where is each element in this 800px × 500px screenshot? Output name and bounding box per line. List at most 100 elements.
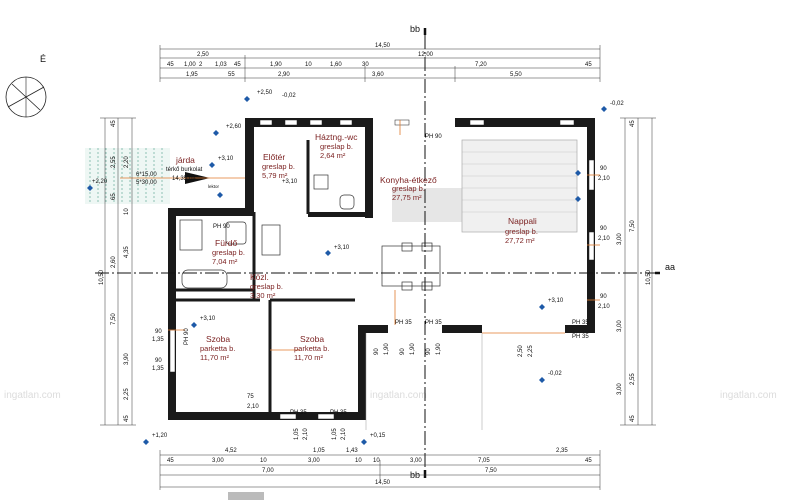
dim-left-11: 10,50: [99, 269, 105, 285]
room-material: greslap b.: [212, 248, 245, 257]
watermark-right: ingatlan.com: [720, 390, 777, 401]
dim-left-5: 4,35: [124, 246, 130, 258]
wall-labels: PH 90 PH 90 PH 35 PH 35 PH 35 PH 35 PH 3…: [184, 134, 589, 416]
dims-right: 45 3,00 7,50 3,00 2,55 3,00 45 10,50: [617, 120, 652, 422]
room-name: Fürdő: [215, 238, 237, 248]
wall-label-2: PH 35: [290, 410, 307, 416]
terrace-name: járda: [175, 155, 195, 165]
level-4: +3,10: [282, 179, 298, 185]
walls: [168, 118, 595, 420]
shower-icon: [179, 219, 203, 251]
fixtures: [179, 139, 578, 291]
wall-label-5: PH 35: [425, 320, 442, 326]
room-area: 3,30 m²: [250, 291, 276, 300]
dim-top-r3-9: 7,20: [475, 62, 487, 68]
dim-top-r4-4: 5,50: [510, 72, 522, 78]
dim-right-7: 10,50: [646, 269, 652, 285]
dim-top-r4-3: 3,60: [372, 72, 384, 78]
op-12: 90: [426, 348, 432, 355]
dim-bottom-r1-3: 2,35: [556, 448, 568, 454]
op-13: 1,90: [436, 343, 442, 355]
dim-bottom-r2-4: 10: [355, 458, 362, 464]
dim-bottom-r2-6: 10: [373, 458, 380, 464]
room-konyha: Konyha-étkező greslap b. 27,75 m²: [380, 175, 437, 202]
bathtub-icon: [181, 269, 228, 289]
dim-left-9: 2,25: [124, 388, 130, 400]
dim-bottom-r1-1: 1,05: [313, 448, 325, 454]
dim-bottom-r2-8: 45: [585, 458, 592, 464]
wall-label-6: PH 35: [572, 320, 589, 326]
wall-label-3: PH 35: [330, 410, 347, 416]
tile-dims2: 5*30,00: [136, 180, 157, 186]
op-17: 2,25: [528, 345, 534, 357]
op-4: 90: [600, 294, 607, 300]
dim-left-8: 3,90: [124, 353, 130, 365]
dim-top-r3-5: 1,90: [270, 62, 282, 68]
room-area: 11,70 m²: [294, 353, 324, 362]
watermarks: ingatlan.com ingatlan.com ingatlan.com: [4, 390, 777, 401]
dim-bottom-r2-5: 3,00: [410, 458, 422, 464]
op-2: 90: [600, 226, 607, 232]
room-material: greslap b.: [262, 162, 295, 171]
dim-right-5: 3,00: [617, 383, 623, 395]
wall-label-4: PH 35: [395, 320, 412, 326]
dim-left-6: 2,60: [111, 256, 117, 268]
room-material: parketta b.: [200, 344, 235, 353]
dim-bottom-r1-2: 1,43: [346, 448, 358, 454]
dimension-lines: [100, 45, 656, 490]
op-3: 2,10: [598, 236, 610, 242]
dim-top-r3-8: 30: [362, 62, 369, 68]
wall-label-7: PH 35: [572, 334, 589, 340]
room-name: Előtér: [263, 152, 285, 162]
dim-top-total: 14,50: [375, 43, 391, 49]
dim-top-r3-2: 2: [199, 62, 203, 68]
dim-top-r3-1: 1,00: [184, 62, 196, 68]
room-material: greslap b.: [320, 142, 353, 151]
interior-walls: [176, 140, 355, 412]
terrace-label: járda térkő burkolat 14,35 m² 6*15,00 5*…: [136, 155, 220, 189]
room-eloter: Előtér greslap b. 5,79 m²: [262, 152, 295, 180]
room-area: 2,64 m²: [320, 151, 346, 160]
north-arrow-icon: É: [5, 54, 47, 118]
level-9: -0,02: [548, 371, 562, 377]
op-9: 90: [155, 358, 162, 364]
dim-left-10: 45: [124, 415, 130, 422]
room-szoba-1: Szoba parketta b. 11,70 m²: [200, 334, 235, 362]
dim-right-4: 2,55: [630, 373, 636, 385]
terrace-area: 14,35 m²: [172, 176, 196, 182]
room-material: parketta b.: [294, 344, 329, 353]
dim-left-4: 10: [124, 208, 130, 215]
room-area: 27,75 m²: [392, 193, 422, 202]
sink-icon: [261, 224, 281, 256]
room-name: Háztng.-wc: [315, 132, 358, 142]
level-0: +2,50: [257, 90, 273, 96]
room-haztv: Háztng.-wc greslap b. 2,64 m²: [315, 132, 358, 160]
dim-bottom-r1-0: 4,52: [225, 448, 237, 454]
dim-bottom-r2-2: 10: [260, 458, 267, 464]
dim-right-2: 7,50: [630, 220, 636, 232]
dim-top-r2-0: 2,50: [197, 52, 209, 58]
dim-top-r3-10: 45: [585, 62, 592, 68]
op-14: 90: [374, 348, 380, 355]
section-mark-bb-top: bb: [410, 24, 420, 34]
dim-bottom-r2-0: 45: [167, 458, 174, 464]
dim-bottom-total: 14,50: [375, 480, 391, 486]
level-2: +2,60: [226, 124, 242, 130]
room-nappali: Nappali greslap b. 27,72 m²: [505, 216, 538, 245]
opening-dims: 90 2,10 90 2,10 90 2,10 1,35 90 1,35 90 …: [152, 166, 610, 440]
level-3: +3,10: [218, 156, 234, 162]
op-23: 2,10: [247, 404, 259, 410]
level-markers: +2,50 -0,02 +2,60 +3,10 +3,10 +2,20 +3,1…: [92, 90, 624, 439]
kitchen-hatch: [392, 140, 577, 232]
dims-bottom: 4,52 1,05 1,43 2,35 45 3,00 10 3,00 10 3…: [167, 448, 592, 486]
level-10: +1,20: [152, 433, 168, 439]
dim-top-r4-1: 55: [228, 72, 235, 78]
room-szoba-2: Szoba parketta b. 11,70 m²: [294, 334, 329, 362]
dim-left-1: 2,55: [111, 156, 117, 168]
dim-left-2: 2,20: [124, 156, 130, 168]
dim-bottom-r3-1: 7,50: [485, 468, 497, 474]
op-19: 2,10: [303, 428, 309, 440]
dim-left-7: 7,50: [111, 313, 117, 325]
op-1: 2,10: [598, 176, 610, 182]
